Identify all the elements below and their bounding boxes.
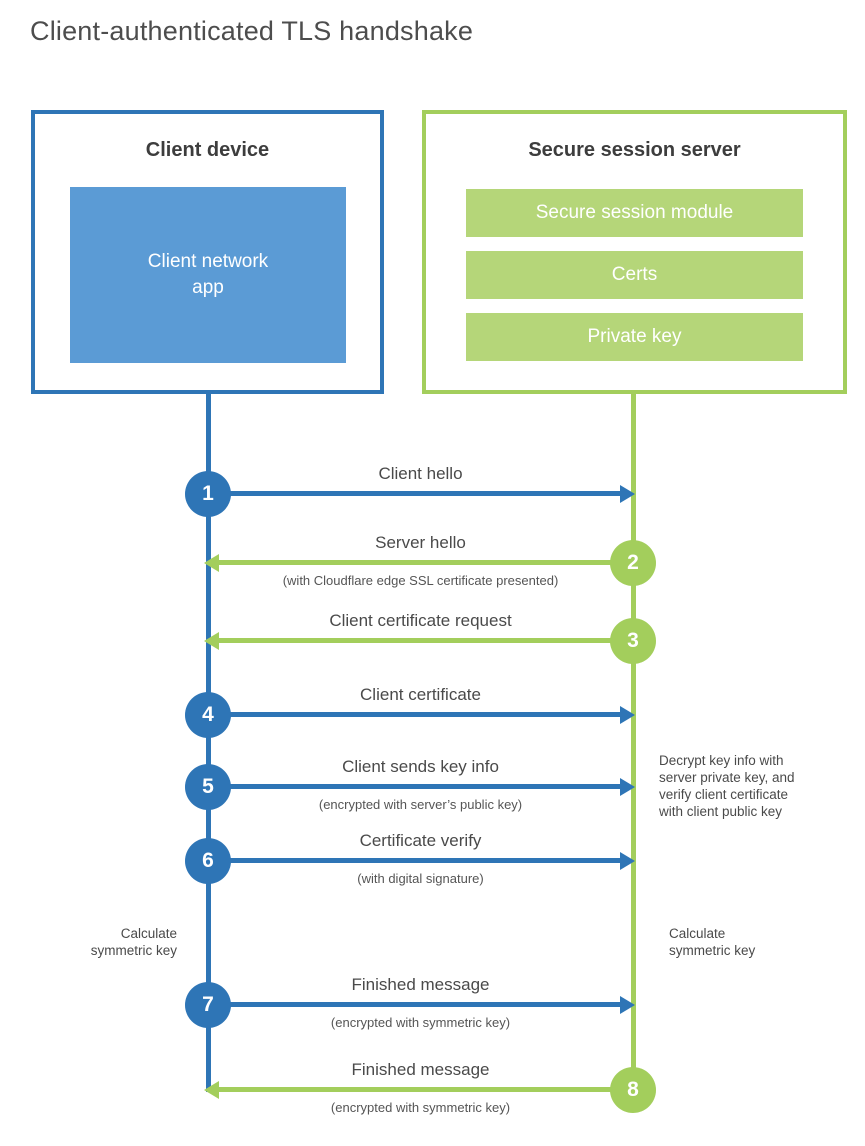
step-5-sublabel: (encrypted with server’s public key) <box>318 797 523 812</box>
step-1-badge: 1 <box>185 471 231 517</box>
step-7-arrow-shaft <box>208 1002 620 1007</box>
secure-session-server-box: Secure session server Secure session mod… <box>422 110 847 394</box>
server-modules: Secure session module Certs Private key <box>466 189 803 375</box>
step-4-label: Client certificate <box>360 685 481 704</box>
client-lifeline <box>206 392 211 1092</box>
step-5-arrowhead-icon <box>620 778 635 796</box>
page-title: Client-authenticated TLS handshake <box>30 16 474 46</box>
step-1-arrow-shaft <box>208 491 620 496</box>
client-network-app-label: Client network app <box>147 251 269 298</box>
step-7-sublabel: (encrypted with symmetric key) <box>330 1015 511 1030</box>
step-8-sublabel: (encrypted with symmetric key) <box>330 1100 511 1115</box>
secure-session-module-bar: Secure session module <box>466 189 803 237</box>
decrypt-note-line: server private key, and <box>659 770 795 785</box>
server-lifeline <box>631 392 636 1072</box>
step-3-arrow-shaft <box>219 638 633 643</box>
step-6-arrowhead-icon <box>620 852 635 870</box>
step-5-label: Client sends key info <box>342 757 499 776</box>
client-device-title: Client device <box>145 139 270 161</box>
step-6-arrow-shaft <box>208 858 620 863</box>
calc-left-line: symmetric key <box>90 943 177 958</box>
step-6-label: Certificate verify <box>359 831 482 850</box>
calculate-symmetric-key-left-note: Calculate symmetric key <box>17 925 177 959</box>
step-5-badge: 5 <box>185 764 231 810</box>
client-network-app-box: Client network app <box>70 187 346 363</box>
step-1-arrowhead-icon <box>620 485 635 503</box>
step-7-badge: 7 <box>185 982 231 1028</box>
client-device-box: Client device Client network app <box>31 110 384 394</box>
calc-left-line: Calculate <box>120 926 177 941</box>
certs-bar: Certs <box>466 251 803 299</box>
calc-right-line: Calculate <box>669 926 726 941</box>
step-3-label: Client certificate request <box>329 611 512 630</box>
step-2-sublabel: (with Cloudflare edge SSL certificate pr… <box>282 573 559 588</box>
decrypt-note-line: Decrypt key info with <box>659 753 784 768</box>
calculate-symmetric-key-right-note: Calculate symmetric key <box>669 925 829 959</box>
step-7-arrowhead-icon <box>620 996 635 1014</box>
step-2-arrow-shaft <box>219 560 633 565</box>
step-3-arrowhead-icon <box>204 632 219 650</box>
decrypt-note-line: verify client certificate <box>659 787 789 802</box>
step-4-arrowhead-icon <box>620 706 635 724</box>
step-8-arrow-shaft <box>219 1087 633 1092</box>
step-3-badge: 3 <box>610 618 656 664</box>
step-4-badge: 4 <box>185 692 231 738</box>
secure-session-server-title: Secure session server <box>528 139 741 161</box>
private-key-bar: Private key <box>466 313 803 361</box>
step-1-label: Client hello <box>378 464 463 483</box>
decrypt-note-line: with client public key <box>659 804 783 819</box>
step-2-label: Server hello <box>375 533 466 552</box>
step-6-badge: 6 <box>185 838 231 884</box>
calc-right-line: symmetric key <box>669 943 756 958</box>
step-7-label: Finished message <box>351 975 490 994</box>
step-8-arrowhead-icon <box>204 1081 219 1099</box>
step-8-label: Finished message <box>351 1060 490 1079</box>
step-4-arrow-shaft <box>208 712 620 717</box>
decrypt-key-note: Decrypt key info with server private key… <box>659 752 839 820</box>
step-2-arrowhead-icon <box>204 554 219 572</box>
step-2-badge: 2 <box>610 540 656 586</box>
step-5-arrow-shaft <box>208 784 620 789</box>
step-8-badge: 8 <box>610 1067 656 1113</box>
step-6-sublabel: (with digital signature) <box>357 871 484 886</box>
